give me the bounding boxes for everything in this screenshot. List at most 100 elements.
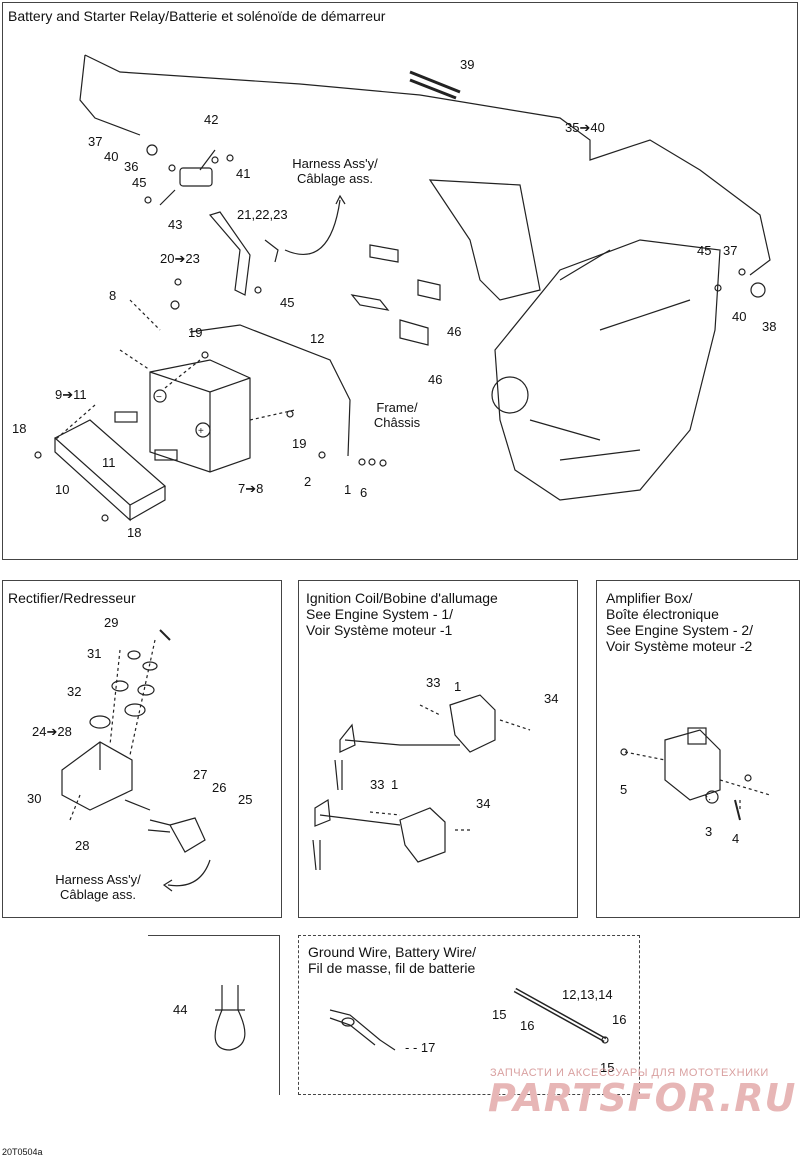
callout-43: 43	[168, 217, 183, 232]
callout-29: 29	[104, 615, 119, 630]
rectifier-unit	[61, 741, 133, 811]
amplifier-panel-title: Amplifier Box/ Boîte électronique See En…	[606, 590, 753, 654]
ignition-see-line1: See Engine System - 1/	[306, 606, 454, 622]
boot-39	[409, 70, 461, 100]
harness-note-line2: Câblage ass.	[297, 171, 373, 186]
watermark-tagline: ЗАПЧАСТИ И АКСЕССУАРЫ ДЛЯ МОТОТЕХНИКИ	[490, 1067, 769, 1079]
callout-15: 15	[492, 1007, 507, 1022]
callout-31: 31	[87, 646, 102, 661]
ignition-coil-upper	[449, 694, 496, 753]
callout-2: 2	[304, 474, 312, 489]
callout-8: 8	[109, 288, 117, 303]
callout-45: 45	[132, 175, 147, 190]
ignition-see-line2: Voir Système moteur -1	[306, 622, 453, 638]
panel-battery-starter-relay	[2, 2, 798, 560]
callout-35-40: 35➔40	[565, 120, 605, 135]
callout-40: 40	[732, 309, 747, 324]
ground-title-line1: Ground Wire, Battery Wire/	[308, 944, 477, 960]
callout-37: 37	[723, 243, 738, 258]
callout-10: 10	[55, 482, 70, 497]
callout-17: - - 17	[405, 1040, 436, 1055]
callout-42: 42	[204, 112, 219, 127]
callout-5: 5	[620, 782, 628, 797]
callout-34: 34	[476, 796, 491, 811]
callout-26: 26	[212, 780, 227, 795]
callout-16: 16	[612, 1012, 627, 1027]
callout-45: 45	[280, 295, 295, 310]
callout-39: 39	[460, 57, 475, 72]
harness-note-rectifier: Harness Ass'y/ Câblage ass.	[38, 872, 158, 902]
svg-text:−: −	[156, 392, 162, 403]
drawing-reference-code: 20T0504a	[2, 1147, 43, 1157]
ignition-title-line: Ignition Coil/Bobine d'allumage	[306, 590, 498, 606]
callout-32: 32	[67, 684, 82, 699]
callout-27: 27	[193, 767, 208, 782]
callout-40: 40	[104, 149, 119, 164]
callout-3: 3	[705, 824, 713, 839]
battery-tray	[53, 419, 167, 522]
crimp-pliers	[329, 1009, 396, 1051]
rectifier-connector	[169, 817, 206, 853]
amplifier-title-line2: Boîte électronique	[606, 606, 719, 622]
panel-ground-wire	[298, 935, 640, 1095]
callout-19: 19	[188, 325, 203, 340]
callout-15: 15	[600, 1060, 615, 1075]
callout-30: 30	[27, 791, 42, 806]
rectifier-panel-title: Rectifier/Redresseur	[8, 590, 136, 606]
battery-panel-title: Battery and Starter Relay/Batterie et so…	[8, 8, 386, 24]
harness-note-line2: Câblage ass.	[60, 887, 136, 902]
callout-1: 1	[391, 777, 399, 792]
ground-title-line2: Fil de masse, fil de batterie	[308, 960, 476, 976]
callout-33: 33	[370, 777, 385, 792]
battery: − +	[149, 359, 251, 473]
callout-1: 1	[454, 679, 462, 694]
callout-25: 25	[238, 792, 253, 807]
frame-note-line2: Châssis	[373, 415, 421, 430]
ground-panel-title: Ground Wire, Battery Wire/ Fil de masse,…	[308, 944, 476, 976]
panel-ignition-coil	[298, 580, 578, 918]
callout-7-8: 7➔8	[238, 481, 264, 496]
callout-19: 19	[292, 436, 307, 451]
callout-12-14: 12,13,14	[562, 987, 613, 1002]
amplifier-box	[664, 729, 721, 801]
battery-cable	[189, 324, 351, 457]
harness-note-battery: Harness Ass'y/ Câblage ass.	[280, 156, 390, 186]
callout-20-23: 20➔23	[160, 251, 200, 266]
harness-note-line1: Harness Ass'y/	[55, 872, 141, 887]
callout-41: 41	[236, 166, 251, 181]
amplifier-see-line1: See Engine System - 2/	[606, 622, 754, 638]
tie-strap	[214, 985, 246, 1051]
callout-37: 37	[88, 134, 103, 149]
tie-panel-border	[148, 935, 280, 1095]
relay-bracket	[208, 211, 251, 296]
ignition-coil-lower	[399, 807, 446, 863]
amplifier-see-line2: Voir Système moteur -2	[606, 638, 753, 654]
engine	[428, 179, 721, 501]
frame-note: Frame/ Châssis	[362, 400, 432, 430]
ignition-panel-title: Ignition Coil/Bobine d'allumage See Engi…	[306, 590, 498, 638]
callout-45: 45	[697, 243, 712, 258]
callout-34: 34	[544, 691, 559, 706]
callout-36: 36	[124, 159, 139, 174]
callout-1: 1	[344, 482, 352, 497]
amplifier-title-line1: Amplifier Box/	[606, 590, 693, 606]
panel-rectifier	[2, 580, 282, 918]
callout-46: 46	[428, 372, 443, 387]
callout-18: 18	[127, 525, 142, 540]
callout-21-23: 21,22,23	[237, 207, 288, 222]
starter-cable	[79, 54, 771, 276]
callout-33: 33	[426, 675, 441, 690]
callout-24-28: 24➔28	[32, 724, 72, 739]
callout-18: 18	[12, 421, 27, 436]
callout-16: 16	[520, 1018, 535, 1033]
callout-38: 38	[762, 319, 777, 334]
harness-note-line1: Harness Ass'y/	[292, 156, 378, 171]
callout-46: 46	[447, 324, 462, 339]
callout-4: 4	[732, 831, 740, 846]
starter-relay	[179, 167, 213, 187]
frame-note-line1: Frame/	[376, 400, 418, 415]
callout-11: 11	[102, 455, 116, 470]
callout-12: 12	[310, 331, 325, 346]
watermark-logo: PARTSFOR.RU	[488, 1076, 797, 1120]
